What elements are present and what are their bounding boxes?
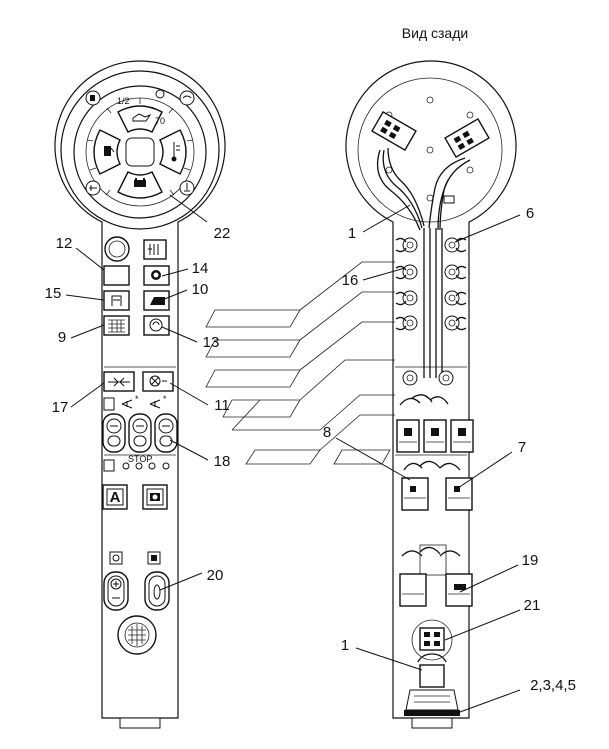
svg-text:A: A <box>110 489 121 506</box>
callout-21: 21 <box>524 597 541 614</box>
round-lamp[interactable] <box>104 236 130 262</box>
front-console: 1/2 70 * * <box>54 60 226 729</box>
callout-17: 17 <box>52 399 69 416</box>
front-console-outline <box>54 60 226 719</box>
rear-console-outline <box>345 60 517 719</box>
callout-11: 11 <box>214 397 230 414</box>
callout-22: 22 <box>214 225 231 242</box>
rear-console <box>345 60 517 729</box>
connector-right <box>444 118 490 158</box>
front-console-base <box>119 717 161 729</box>
switch-backs-19 <box>399 544 473 607</box>
instrument-cluster: 1/2 70 <box>60 70 220 230</box>
switch-12[interactable] <box>103 265 130 286</box>
wiper-icon <box>121 399 133 409</box>
callout-12: 12 <box>56 235 73 252</box>
diagram-title: Вид сзади <box>402 25 468 41</box>
wiper-2-icon <box>149 399 161 409</box>
callout-1-bottom: 1 <box>341 637 349 654</box>
temperature-icon <box>171 142 180 162</box>
battery-icon <box>134 178 146 187</box>
headlight-icon <box>150 297 165 305</box>
bottom-connector <box>404 653 460 729</box>
callout-10: 10 <box>192 281 209 298</box>
switch-11[interactable] <box>142 371 174 392</box>
switch-top-right[interactable] <box>143 239 167 260</box>
callout-18: 18 <box>214 453 231 470</box>
gauge-center <box>125 137 155 167</box>
callout-labels: 22 12 14 15 10 9 13 17 11 18 20 1 6 16 8… <box>45 205 576 694</box>
callout-14: 14 <box>192 260 209 277</box>
connector-left <box>371 111 417 151</box>
callout-2-3-4-5: 2,3,4,5 <box>530 677 576 694</box>
callout-13: 13 <box>203 334 220 351</box>
rocker-backs <box>396 394 474 453</box>
cable-harness <box>376 147 471 378</box>
svg-text:70: 70 <box>155 116 165 126</box>
callout-19: 19 <box>522 552 539 569</box>
leader-lines <box>65 194 521 713</box>
svg-text:*: * <box>163 394 167 404</box>
gauge-lobe-right <box>159 129 187 175</box>
battery-small-icon <box>103 397 115 411</box>
decorative-outline-shapes <box>205 261 395 465</box>
callout-20: 20 <box>207 567 224 584</box>
callout-15: 15 <box>45 285 62 302</box>
round-connectors <box>395 237 467 386</box>
callout-1-top: 1 <box>348 225 356 242</box>
callout-7: 7 <box>518 439 526 456</box>
callout-16: 16 <box>342 272 359 289</box>
gauge-lobe-top <box>117 105 163 133</box>
oil-can-icon <box>132 113 152 122</box>
svg-text:*: * <box>135 394 139 404</box>
callout-8: 8 <box>323 424 331 441</box>
fuel-icon <box>104 146 115 156</box>
rocker-group-18 <box>102 413 178 453</box>
callout-9: 9 <box>58 329 66 346</box>
fan-icon <box>149 375 167 387</box>
svg-text:STOP: STOP <box>128 454 152 464</box>
callout-6: 6 <box>526 205 534 222</box>
switch-13[interactable] <box>143 315 170 336</box>
joystick-connector <box>411 619 453 661</box>
svg-text:1/2: 1/2 <box>117 96 130 106</box>
